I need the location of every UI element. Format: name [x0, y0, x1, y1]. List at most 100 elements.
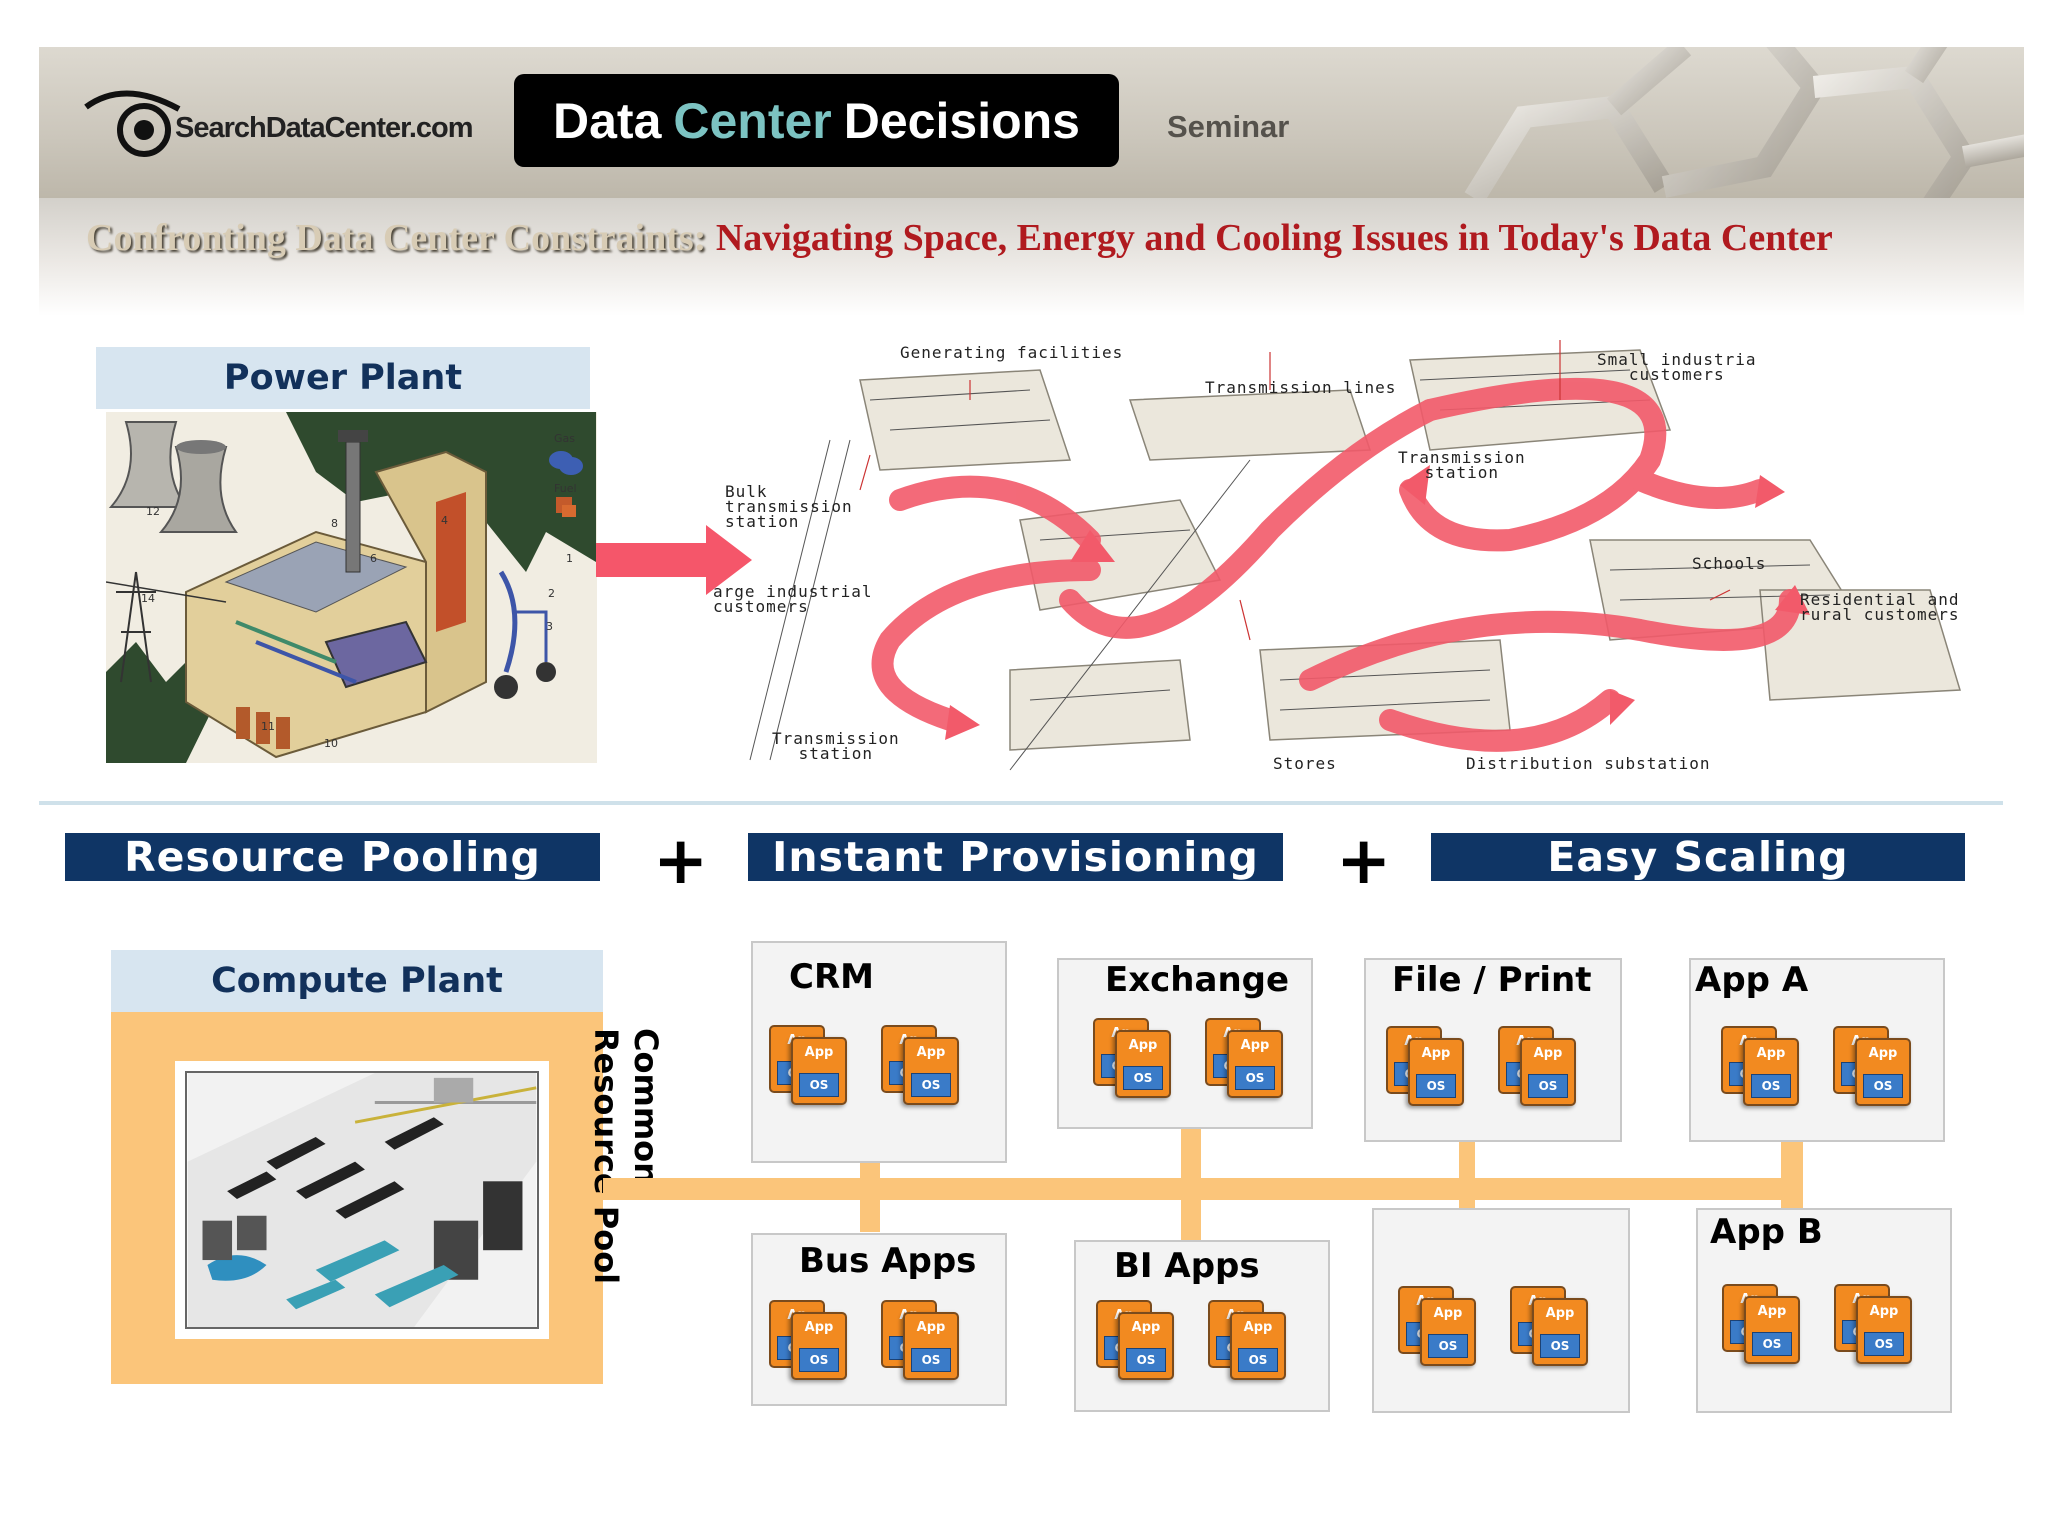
os-label: OS: [1864, 1332, 1904, 1356]
app-box-title: Exchange: [1105, 960, 1290, 1000]
title-word-3: Decisions: [843, 92, 1080, 149]
subtitle-band: [39, 198, 2024, 316]
app-os-stack-icon: ApOSAppOS: [1722, 1284, 1800, 1370]
app-box[interactable]: ExchangeApOSAppOS ApOSAppOS: [1057, 958, 1313, 1129]
app-label: App: [1433, 1306, 1463, 1321]
app-box[interactable]: BI AppsApOSAppOSApOSAppOS: [1074, 1240, 1330, 1412]
label-2: 2: [548, 587, 555, 600]
app-box[interactable]: App A ApOSAppOS ApOSAppOS: [1689, 958, 1945, 1142]
label-4: 4: [441, 514, 448, 527]
power-grid-illustration: [749, 340, 1961, 771]
data-center-illustration: [185, 1071, 539, 1329]
os-label: OS: [911, 1073, 951, 1097]
app-os-stack-icon: ApOSAppOS: [1510, 1286, 1588, 1372]
label-11: 11: [261, 720, 275, 733]
os-label: OS: [1863, 1074, 1903, 1098]
label-1: 1: [566, 552, 573, 565]
app-os-stack-icon: ApOSAppOS: [1834, 1284, 1912, 1370]
os-label: OS: [1528, 1074, 1568, 1098]
app-box-title: Bus Apps: [799, 1241, 977, 1281]
instant-provisioning-banner: Instant Provisioning: [748, 833, 1283, 881]
app-label: App: [1545, 1306, 1575, 1321]
plus-sign-1: +: [653, 822, 709, 899]
arrow-right-icon: [596, 525, 752, 595]
os-label: OS: [1751, 1074, 1791, 1098]
common-resource-pool-label: Common Resource Pool: [587, 1028, 665, 1285]
app-box-title: BI Apps: [1114, 1246, 1260, 1286]
os-label: OS: [1238, 1348, 1278, 1372]
bus-drop-exchange: [1181, 1127, 1201, 1242]
os-label: OS: [799, 1348, 839, 1372]
app-label: App: [916, 1045, 946, 1060]
gas-label: Gas: [554, 432, 575, 445]
label-schools: Schools: [1692, 554, 1767, 573]
app-box[interactable]: File / PrintApOSAppOSApOSAppOS: [1364, 958, 1622, 1142]
os-label: OS: [911, 1348, 951, 1372]
label-8: 8: [331, 517, 338, 530]
fuel-label: Fuel: [554, 482, 577, 495]
app-label: App: [1243, 1320, 1273, 1335]
power-plant-illustration: Gas Fuel 12 14 11 10 8 4 1 2 3 6: [106, 412, 597, 763]
app-os-stack-icon: ApOSAppOS: [1833, 1026, 1911, 1112]
honeycomb-graphic: [1464, 47, 2024, 198]
app-os-stack-icon: ApOSAppOS: [881, 1025, 959, 1111]
seminar-label: Seminar: [1167, 109, 1290, 144]
bus-drop-crm: [860, 1162, 880, 1232]
os-label: OS: [1428, 1334, 1468, 1358]
app-box[interactable]: App BApOSAppOSApOSAppOS: [1696, 1208, 1952, 1413]
label-6: 6: [370, 552, 377, 565]
app-os-stack-icon: ApOSAppOS: [1721, 1026, 1799, 1112]
compute-plant-header: Compute Plant: [111, 950, 603, 1012]
easy-scaling-banner: Easy Scaling: [1431, 833, 1965, 881]
power-plant-header: Power Plant: [96, 347, 590, 409]
app-label: App: [1533, 1046, 1563, 1061]
app-label: App: [1421, 1046, 1451, 1061]
label-generating-facilities: Generating facilities: [900, 343, 1124, 362]
app-os-stack-icon: ApOSAppOS: [1398, 1286, 1476, 1372]
label-large-industrial: arge industrial customers: [713, 582, 873, 616]
label-3: 3: [546, 620, 553, 633]
app-label: App: [1869, 1304, 1899, 1319]
app-os-stack-icon: ApOSAppOS: [1093, 1018, 1171, 1104]
app-label: App: [804, 1320, 834, 1335]
app-box[interactable]: ApOSAppOSApOSAppOS: [1372, 1208, 1630, 1413]
os-label: OS: [1416, 1074, 1456, 1098]
app-os-stack-icon: ApOSAppOS: [1386, 1026, 1464, 1112]
label-small-industrial: Small industria customers: [1597, 350, 1757, 384]
label-distribution-substation: Distribution substation: [1466, 754, 1711, 773]
eye-logo-icon: [84, 90, 181, 157]
app-box-title: App A: [1695, 960, 1809, 1000]
app-box-title: App B: [1710, 1212, 1823, 1252]
app-label: App: [1757, 1304, 1787, 1319]
app-box-title: File / Print: [1392, 960, 1592, 1000]
app-os-stack-icon: ApOSAppOS: [1205, 1018, 1283, 1104]
header-banner: Data Center Decisions Seminar: [39, 47, 2024, 198]
title-word-2: Center: [673, 92, 832, 149]
app-box[interactable]: CRMApOSAppOSApOSAppOS: [751, 941, 1007, 1163]
label-transmission-station-low: Transmission station: [772, 729, 900, 763]
os-label: OS: [1123, 1066, 1163, 1090]
label-transmission-lines: Transmission lines: [1205, 378, 1397, 397]
resource-pooling-banner: Resource Pooling: [65, 833, 600, 881]
plus-sign-2: +: [1336, 822, 1392, 899]
compute-plant-image-frame: [175, 1061, 549, 1339]
label-12: 12: [146, 505, 160, 518]
app-box[interactable]: Bus AppsApOSAppOSApOSAppOS: [751, 1233, 1007, 1406]
app-os-stack-icon: ApOSAppOS: [1096, 1300, 1174, 1386]
app-label: App: [804, 1045, 834, 1060]
os-label: OS: [1235, 1066, 1275, 1090]
label-10: 10: [324, 737, 338, 750]
resource-bus-horizontal: [603, 1178, 1803, 1200]
